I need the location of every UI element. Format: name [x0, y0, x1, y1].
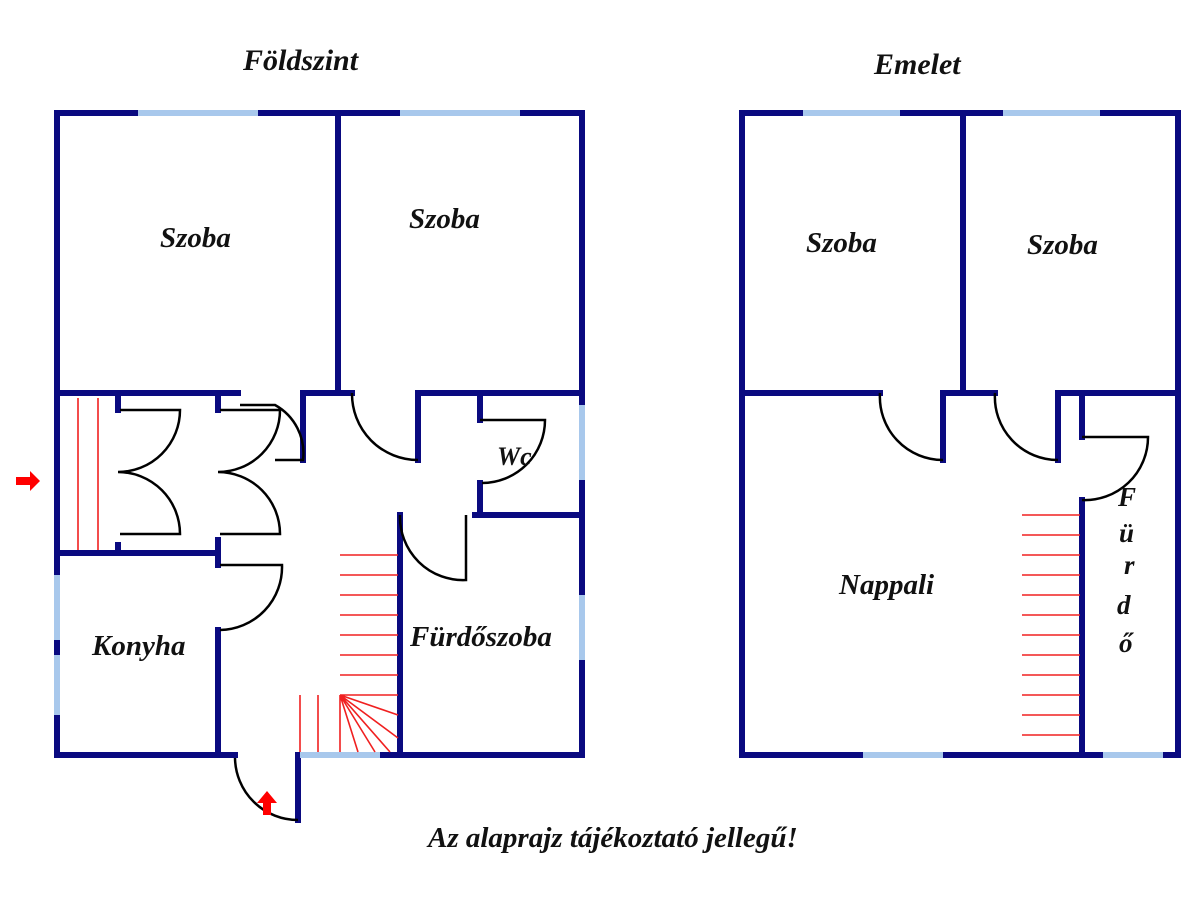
stairs — [299, 554, 399, 753]
room-label: Szoba — [1027, 229, 1098, 261]
room-label: Szoba — [409, 203, 480, 235]
room-label-letter: r — [1124, 550, 1135, 580]
ground-floor-title: Földszint — [243, 44, 359, 77]
windows — [54, 110, 585, 758]
windows — [803, 110, 1163, 758]
entry-arrow-icon — [257, 791, 277, 815]
room-label: Konyha — [92, 630, 186, 662]
room-label-letter: d — [1117, 590, 1131, 620]
room-label: Nappali — [839, 569, 935, 601]
room-label: Szoba — [160, 222, 231, 254]
room-label: Szoba — [806, 227, 877, 259]
room-label-letter: F — [1118, 482, 1137, 512]
doors — [878, 392, 1150, 502]
walls — [739, 110, 1181, 758]
room-label-letter: ő — [1119, 628, 1133, 658]
room-label: Fürdőszoba — [410, 621, 552, 653]
room-label: Wc — [497, 442, 532, 471]
disclaimer-note: Az alaprajz tájékoztató jellegű! — [428, 822, 798, 854]
stairs — [1022, 514, 1080, 736]
entry-arrow-icon — [16, 471, 40, 491]
closet-lines — [77, 398, 99, 550]
ground-floor-plan — [16, 110, 585, 823]
upper-floor-plan — [739, 110, 1181, 758]
room-label-letter: ü — [1119, 518, 1135, 548]
doors — [117, 392, 547, 822]
upper-floor-title: Emelet — [874, 48, 961, 81]
